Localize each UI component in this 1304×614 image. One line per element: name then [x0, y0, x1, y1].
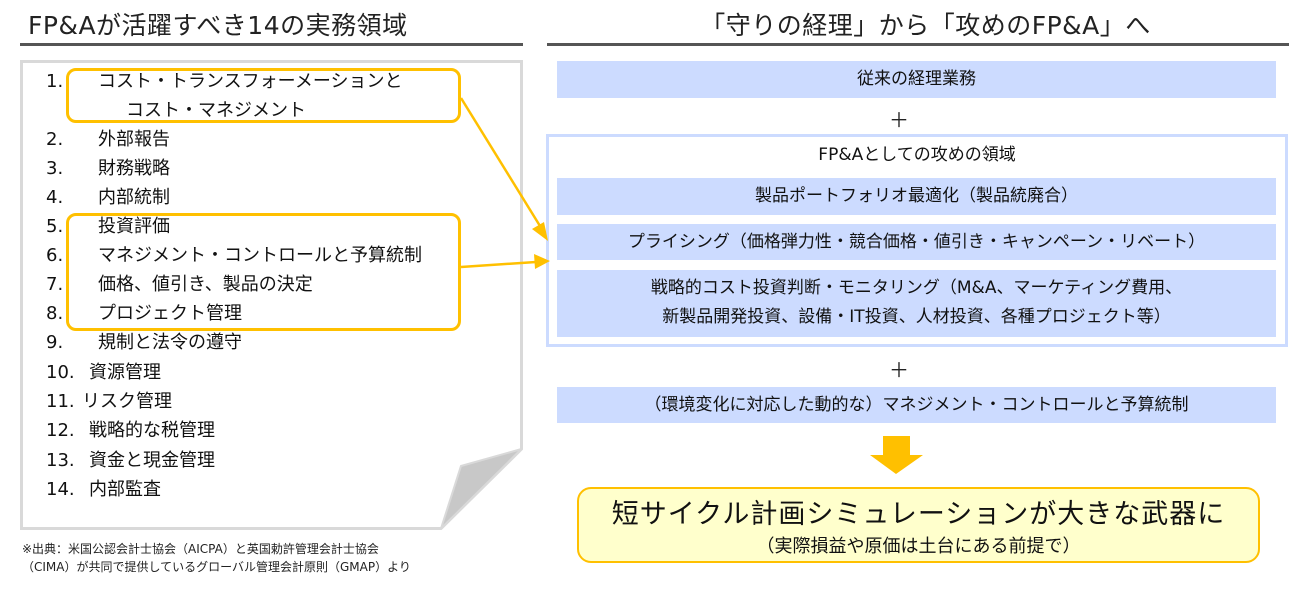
- strategic-investment-box: 戦略的コスト投資判断・モニタリング（M&A、マーケティング費用、 新製品開発投資…: [557, 270, 1276, 337]
- list-item: 9. 規制と法令の遵守: [46, 328, 242, 357]
- item-number: 2.: [46, 129, 64, 150]
- portfolio-box: 製品ポートフォリオ最適化（製品統廃合）: [557, 178, 1276, 215]
- item-text: 内部監査: [89, 479, 161, 500]
- item-text: 戦略的な税管理: [89, 420, 215, 441]
- item-number: 1.: [46, 71, 64, 92]
- item-text: 規制と法令の遵守: [98, 332, 242, 353]
- down-arrow-icon: [870, 436, 923, 474]
- item-number: 5.: [46, 216, 64, 237]
- plus-sign: ＋: [889, 108, 909, 132]
- list-item: 12. 戦略的な税管理: [46, 416, 215, 445]
- source-note-line2: （CIMA）が共同で提供しているグローバル管理会計原則（GMAP）より: [22, 560, 411, 574]
- left-title-underline: [20, 43, 523, 46]
- source-note-line1: ※出典：米国公認会計士協会（AICPA）と英国勅許管理会計士協会: [22, 542, 379, 556]
- item-text-cont: コスト・マネジメント: [126, 100, 306, 121]
- list-item: 6. マネジメント・コントロールと予算統制: [46, 241, 422, 270]
- highlight-box-cost: [66, 68, 461, 123]
- item-number: 6.: [46, 245, 64, 266]
- item-text: コスト・トランスフォーメーションと: [98, 71, 403, 92]
- item-text: 資源管理: [89, 362, 161, 383]
- item-number: 7.: [46, 274, 64, 295]
- list-item: 10. 資源管理: [46, 358, 161, 387]
- areas-list: 1. コスト・トランスフォーメーションとコスト・マネジメント 2. 外部報告 3. 財…: [20, 60, 523, 530]
- highlight-box-pricing-group: [66, 213, 461, 331]
- item-text: 価格、値引き、製品の決定: [98, 274, 313, 295]
- list-item: 8. プロジェクト管理: [46, 299, 242, 328]
- list-item: 11. リスク管理: [46, 387, 172, 416]
- item-number: 12.: [46, 420, 75, 441]
- plus-sign: ＋: [889, 358, 909, 382]
- management-control-box: （環境変化に対応した動的な）マネジメント・コントロールと予算統制: [557, 387, 1276, 423]
- pricing-box: プライシング（価格弾力性・競合価格・値引き・キャンペーン・リベート）: [557, 224, 1276, 260]
- list-item: 14. 内部監査: [46, 475, 161, 504]
- traditional-accounting-box: 従来の経理業務: [557, 61, 1276, 98]
- item-number: 14.: [46, 479, 75, 500]
- list-item: 7. 価格、値引き、製品の決定: [46, 270, 313, 299]
- item-text: 外部報告: [98, 129, 170, 150]
- item-number: 9.: [46, 332, 64, 353]
- list-item: 5. 投資評価: [46, 212, 170, 241]
- item-text: 財務戦略: [98, 158, 170, 179]
- list-item: 2. 外部報告: [46, 125, 170, 154]
- item-text: 内部統制: [98, 187, 170, 208]
- item-number: 10.: [46, 362, 75, 383]
- list-item: 13. 資金と現金管理: [46, 446, 215, 475]
- list-item: 1. コスト・トランスフォーメーションとコスト・マネジメント: [46, 67, 403, 121]
- strategic-line1: 戦略的コスト投資判断・モニタリング（M&A、マーケティング費用、: [650, 278, 1183, 298]
- offense-area-title: FP&Aとしての攻めの領域: [818, 145, 1016, 165]
- item-text: リスク管理: [82, 391, 172, 412]
- list-item: 3. 財務戦略: [46, 154, 170, 183]
- item-text: 資金と現金管理: [89, 450, 215, 471]
- conclusion-sub: （実際損益や原価は土台にある前提で）: [756, 536, 1081, 557]
- item-text: プロジェクト管理: [98, 303, 242, 324]
- right-title-underline: [547, 43, 1289, 46]
- strategic-line2: 新製品開発投資、設備・IT投資、人材投資、各種プロジェクト等）: [662, 307, 1171, 327]
- left-title: FP&Aが活躍すべき14の実務領域: [28, 11, 408, 40]
- conclusion-box: 短サイクル計画シミュレーションが大きな武器に （実際損益や原価は土台にある前提で…: [577, 487, 1260, 563]
- item-number: 11.: [46, 391, 75, 412]
- list-item: 4. 内部統制: [46, 183, 170, 212]
- conclusion-main: 短サイクル計画シミュレーションが大きな武器に: [611, 499, 1226, 530]
- item-number: 8.: [46, 303, 64, 324]
- item-number: 13.: [46, 450, 75, 471]
- right-title-wrap: 「守りの経理」から「攻めのFP&A」へ: [547, 0, 1304, 46]
- right-title: 「守りの経理」から「攻めのFP&A」へ: [700, 11, 1151, 40]
- item-text: マネジメント・コントロールと予算統制: [98, 245, 422, 266]
- item-text: 投資評価: [98, 216, 170, 237]
- item-number: 3.: [46, 158, 64, 179]
- item-number: 4.: [46, 187, 64, 208]
